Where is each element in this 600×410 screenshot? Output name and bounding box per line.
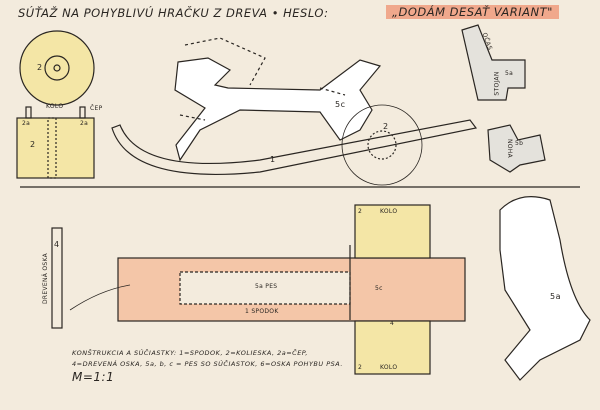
label: STOJAN	[493, 71, 501, 96]
label: 5b	[515, 140, 524, 147]
construction-notes: KONŠTRUKCIA A SÚČIASTKY: 1=SPODOK, 2=KOL…	[72, 348, 343, 370]
label: 2	[358, 208, 363, 215]
rocker-base	[111, 119, 478, 175]
label: 4	[54, 240, 60, 249]
label: KOLO	[380, 364, 398, 371]
label: KOLO	[46, 103, 64, 110]
stand-part	[461, 24, 526, 101]
label: 1 SPODOK	[245, 308, 279, 315]
notes-line: 4=DREVENÁ OSKA, 5a, b, c = PES SO SÚČIAS…	[72, 360, 343, 368]
label: 2	[383, 122, 389, 131]
label: 5a	[505, 70, 514, 77]
label: 2	[37, 63, 43, 72]
label: 1	[270, 155, 276, 164]
label: 2	[30, 140, 36, 149]
wooden-axle	[51, 227, 63, 329]
scale-label: M=1:1	[72, 370, 115, 384]
wheel-outline	[341, 104, 423, 186]
leg-part	[487, 124, 546, 173]
wheel-side-view	[19, 30, 95, 106]
label: 5c	[335, 100, 346, 109]
label: 5a PES	[255, 283, 278, 290]
label: 4	[390, 320, 395, 327]
label: KOLO	[380, 208, 398, 215]
label: DREVENÁ OSKA	[42, 252, 50, 305]
label: NOHA	[506, 138, 514, 159]
label: 5a	[550, 292, 561, 301]
motto-highlight: „DODÁM DESAŤ VARIANT"	[386, 5, 559, 19]
label: 5c	[375, 285, 383, 292]
page-title: SÚŤAŽ NA POHYBLIVÚ HRAČKU Z DREVA • HESL…	[18, 6, 329, 20]
label: 2	[358, 364, 363, 371]
dog-body-part	[499, 196, 591, 381]
label: 2a	[80, 120, 89, 127]
label: 2a	[22, 120, 31, 127]
label: ČEP	[90, 105, 103, 112]
dog-figure	[174, 57, 382, 162]
notes-line: KONŠTRUKCIA A SÚČIASTKY: 1=SPODOK, 2=KOL…	[72, 349, 308, 357]
